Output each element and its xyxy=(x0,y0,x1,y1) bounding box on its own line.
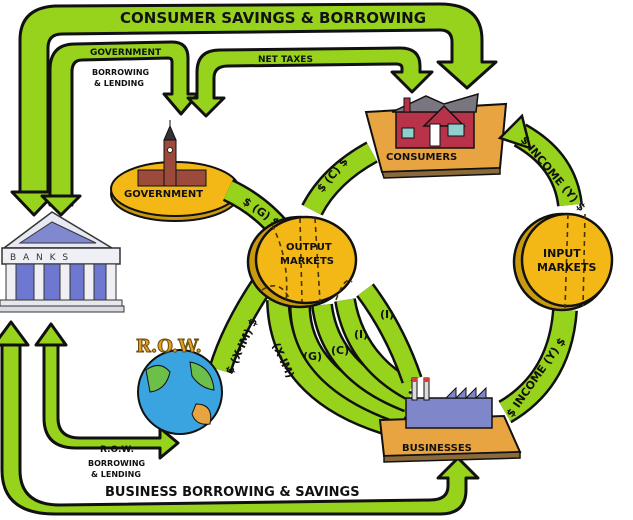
row-label: R.O.W. xyxy=(136,336,202,357)
government-node: GOVERNMENT xyxy=(110,120,240,222)
parliament-icon xyxy=(137,120,207,187)
output-markets-label-1: OUTPUT xyxy=(286,242,332,253)
out-c-label: (C) xyxy=(331,344,349,357)
flow-out-i1: (I) xyxy=(334,297,416,400)
out-i2-label: (I) xyxy=(380,308,394,321)
net-taxes-arrow: NET TAXES xyxy=(186,46,434,118)
consumer-savings-label: CONSUMER SAVINGS & BORROWING xyxy=(120,9,426,27)
business-borrowing-arrow: BUSINESS BORROWING & SAVINGS xyxy=(0,320,480,516)
businesses-label: BUSINESSES xyxy=(402,443,472,454)
government-label: GOVERNMENT xyxy=(124,189,203,200)
consumption-flow: $ (C) $ xyxy=(301,141,378,216)
house-icon xyxy=(391,92,479,149)
flow-row-net-exports: $ (X-IM) $ xyxy=(208,278,273,376)
consumers-label: CONSUMERS xyxy=(386,152,457,163)
output-markets-label-2: MARKETS xyxy=(280,256,334,267)
government-borrowing-label: GOVERNMENT xyxy=(90,48,162,58)
government-borrowing-arrow: GOVERNMENT BORROWING & LENDING xyxy=(40,40,200,217)
banks-node: B A N K S xyxy=(0,211,125,313)
income-arrowhead xyxy=(497,113,532,150)
flow-out-i2: (I) xyxy=(356,283,423,384)
row-borrowing-arrow: R.O.W. BORROWING & LENDING xyxy=(34,322,180,479)
output-markets-disc xyxy=(254,215,358,305)
income-flow-top: $ INCOME (Y) $ xyxy=(497,113,588,214)
output-markets-node: OUTPUT MARKETS xyxy=(246,215,358,309)
consumers-node: CONSUMERS xyxy=(364,92,508,179)
row-borrowing-label: R.O.W. xyxy=(100,445,134,455)
row-borrowing-sub2: & LENDING xyxy=(91,470,141,479)
income-flow-bottom: $ INCOME (Y) $ xyxy=(498,308,578,424)
net-taxes-label: NET TAXES xyxy=(258,55,313,65)
factory-icon xyxy=(405,377,493,429)
out-g-label: (G) xyxy=(303,350,322,363)
businesses-node: BUSINESSES xyxy=(378,377,522,463)
input-markets-label-2: MARKETS xyxy=(537,261,596,274)
government-borrowing-sub2: & LENDING xyxy=(94,79,144,88)
consumers-platform-edge xyxy=(380,167,501,179)
flow-out-g: (G) xyxy=(289,304,409,426)
input-markets-node: INPUT MARKETS xyxy=(512,212,614,312)
consumer-savings-arrow: CONSUMER SAVINGS & BORROWING xyxy=(10,2,498,217)
out-i1-label: (I) xyxy=(354,328,368,341)
banks-label: B A N K S xyxy=(10,253,70,263)
input-markets-label-1: INPUT xyxy=(543,247,581,260)
row-node: R.O.W. xyxy=(136,336,223,435)
income-bottom-label: $ INCOME (Y) $ xyxy=(504,335,569,419)
government-borrowing-sub1: BORROWING xyxy=(92,68,149,77)
row-borrowing-sub1: BORROWING xyxy=(88,459,145,468)
flow-out-c: (C) xyxy=(311,303,413,413)
business-borrowing-label: BUSINESS BORROWING & SAVINGS xyxy=(105,485,360,500)
output-to-businesses-flows: $ (X-IM) $ (X-IM) (G) (C) (I) (I) xyxy=(208,278,423,442)
